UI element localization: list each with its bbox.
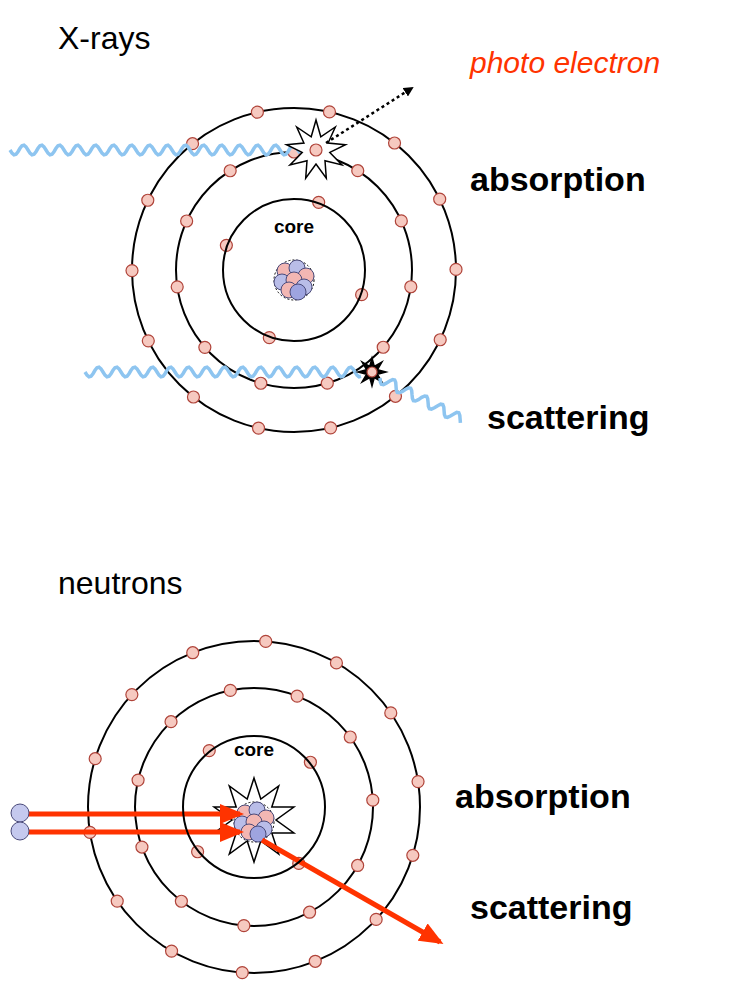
section-title: neutrons <box>58 565 183 602</box>
xray-wave <box>380 378 460 423</box>
neutron-beam <box>28 812 240 817</box>
electron <box>310 144 322 156</box>
neutron-atom <box>88 641 420 973</box>
electron <box>224 684 236 696</box>
electron <box>304 906 316 918</box>
electron <box>220 239 232 251</box>
electron <box>367 367 377 377</box>
electron <box>142 194 154 206</box>
electron <box>377 341 389 353</box>
process-label: scattering <box>487 398 650 437</box>
core-label: core <box>184 739 324 761</box>
electron <box>136 841 148 853</box>
electron <box>126 689 138 701</box>
process-label: absorption <box>455 777 631 816</box>
electron <box>352 859 364 871</box>
absorption-burst <box>287 120 346 178</box>
electron <box>224 165 236 177</box>
electron <box>321 377 333 389</box>
electron <box>253 422 265 434</box>
xray-wave <box>85 367 361 377</box>
electron <box>263 332 275 344</box>
scattered-neutron <box>262 840 440 942</box>
neutron <box>11 804 29 822</box>
electron <box>385 707 397 719</box>
electron <box>367 794 379 806</box>
electron <box>407 849 419 861</box>
electron <box>352 165 364 177</box>
electron <box>405 281 417 293</box>
electron <box>313 196 325 208</box>
electron <box>395 215 407 227</box>
electron <box>175 895 187 907</box>
electron <box>126 265 138 277</box>
electron <box>450 263 462 275</box>
process-label: photo electron <box>470 46 660 80</box>
middle-shell <box>135 688 373 926</box>
electron <box>165 716 177 728</box>
electron <box>251 106 263 118</box>
photo-electron-path <box>326 88 412 143</box>
inner-shell: core <box>182 735 326 879</box>
inner-shell: core <box>222 198 366 342</box>
electron <box>304 756 316 768</box>
neutron-beam <box>28 830 240 835</box>
process-label: scattering <box>470 888 633 927</box>
electron <box>330 657 342 669</box>
electron <box>344 731 356 743</box>
xray-atom <box>132 108 456 432</box>
electron <box>89 753 101 765</box>
electron <box>291 690 303 702</box>
electron <box>192 846 204 858</box>
nucleon <box>290 284 306 300</box>
electron <box>199 341 211 353</box>
electron <box>187 647 199 659</box>
xray-wave <box>10 145 300 155</box>
electron <box>203 745 215 757</box>
electron <box>434 334 446 346</box>
neutron <box>11 822 29 840</box>
electron <box>255 377 267 389</box>
electron <box>236 967 248 979</box>
electron <box>260 635 272 647</box>
core-label: core <box>224 216 364 238</box>
electron <box>370 913 382 925</box>
electron <box>356 289 368 301</box>
electron <box>181 215 193 227</box>
nucleus-outline <box>234 802 274 842</box>
electron <box>132 774 144 786</box>
electron <box>434 193 446 205</box>
electron <box>309 955 321 967</box>
process-label: absorption <box>470 160 646 199</box>
electron <box>412 776 424 788</box>
electron <box>325 422 337 434</box>
outer-shell <box>132 108 456 432</box>
outer-shell <box>88 641 420 973</box>
electron <box>111 895 123 907</box>
nucleus-outline <box>274 260 314 300</box>
electron <box>389 137 401 149</box>
electron <box>142 335 154 347</box>
electron <box>166 945 178 957</box>
electron <box>323 106 335 118</box>
middle-shell <box>176 152 412 388</box>
electron <box>238 920 250 932</box>
electron <box>171 281 183 293</box>
section-title: X-rays <box>58 20 150 57</box>
electron <box>187 391 199 403</box>
